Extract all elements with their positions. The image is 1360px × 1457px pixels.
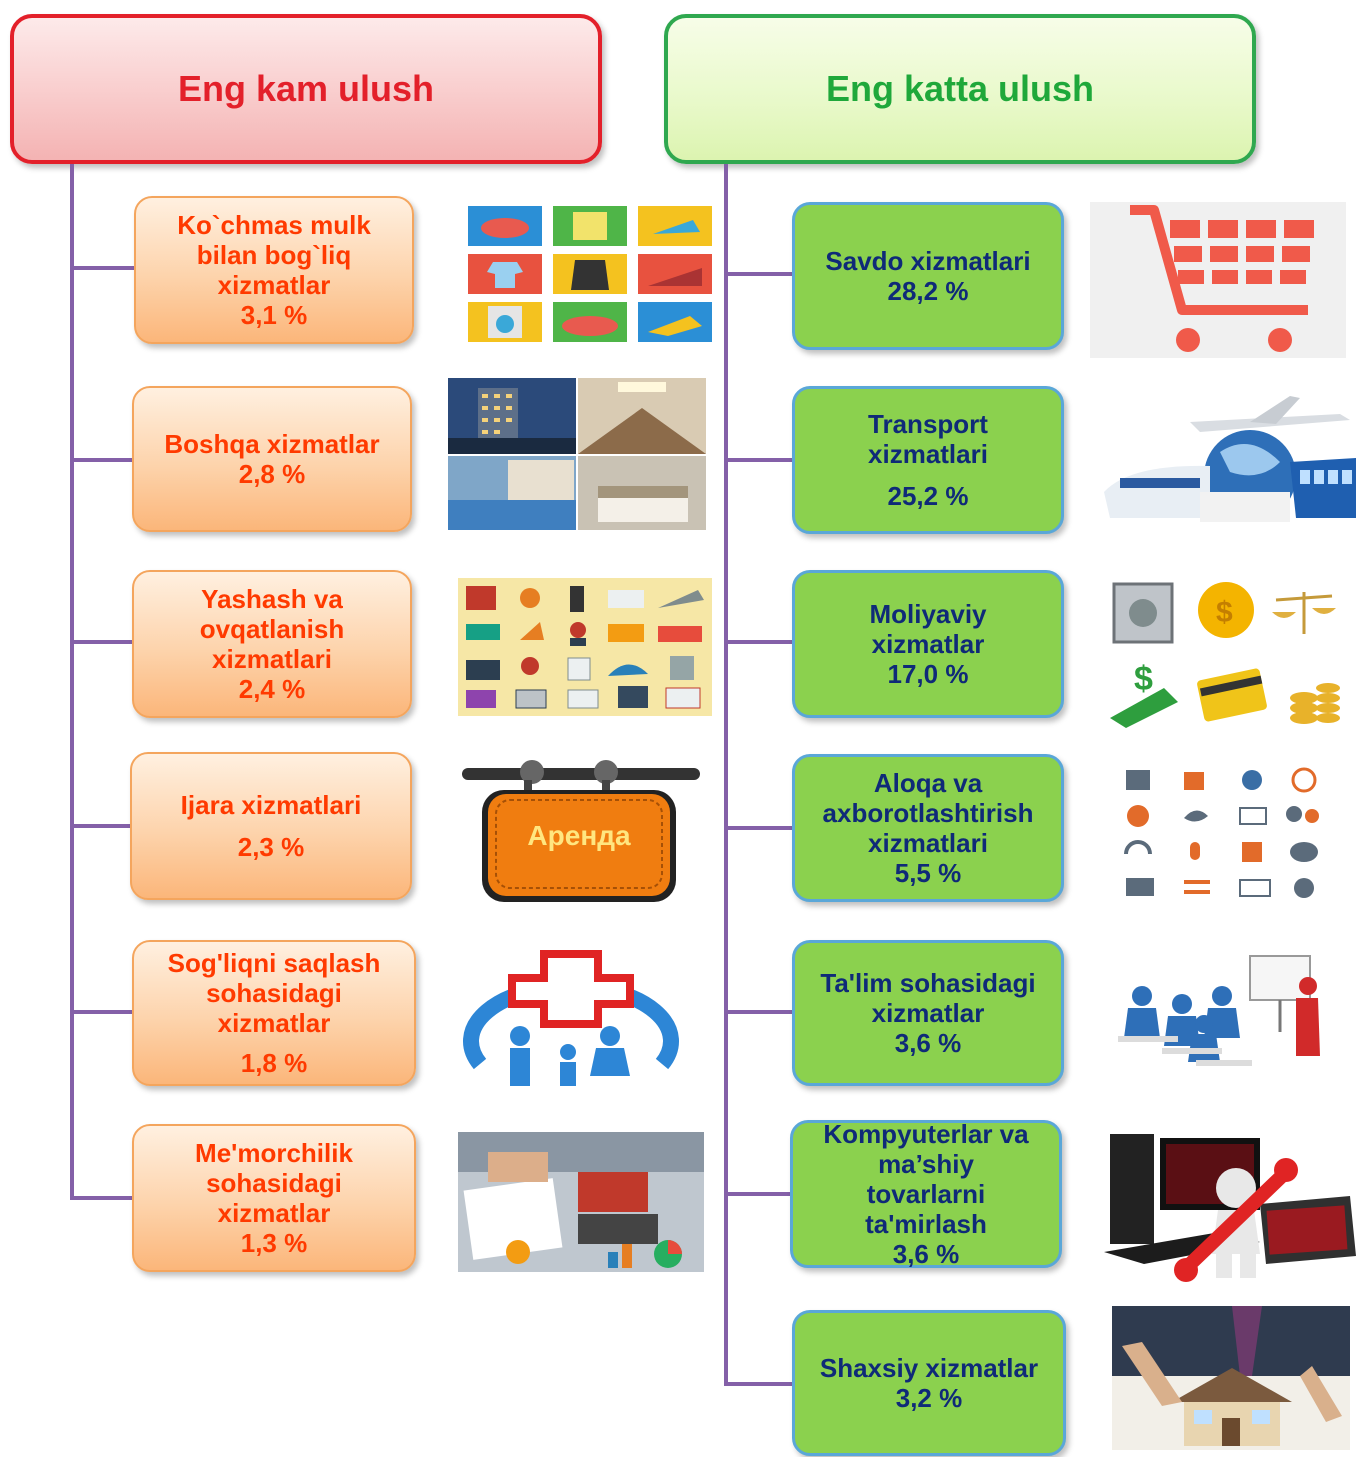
household-items-icon [468,206,712,342]
right-connector-trunk [724,164,728,1386]
service-box-finance: Moliyaviy xizmatlar 17,0 % [792,570,1064,718]
box-line: sohasidagi [206,978,342,1008]
transport-icon [1100,392,1358,530]
box-line: Aloqa va [873,768,983,798]
left-connector-branch [70,640,132,644]
header-largest-share-label: Eng katta ulush [825,68,1095,109]
box-percentage: 3,2 % [895,1383,963,1413]
service-box-real-estate: Ko`chmas mulk bilan bog`liq xizmatlar 3,… [134,196,414,344]
box-percentage: 1,8 % [240,1048,308,1078]
svg-text:$: $ [1216,596,1233,629]
box-line: xizmatlar [871,998,985,1028]
box-percentage: 3,1 % [240,300,308,330]
box-line: Shaxsiy xizmatlar [819,1353,1039,1383]
communication-icons [1120,766,1330,902]
education-icon [1112,952,1324,1076]
service-box-transport: Transport xizmatlari 25,2 % [792,386,1064,534]
service-box-accommodation: Yashash va ovqatlanish xizmatlari 2,4 % [132,570,412,718]
header-largest-share: Eng katta ulush [664,14,1256,164]
service-box-trade: Savdo xizmatlari 28,2 % [792,202,1064,350]
left-connector-branch [70,1010,132,1014]
header-least-share-label: Eng kam ulush [177,68,435,109]
svg-text:$: $ [1134,660,1153,698]
box-line: xizmatlar [217,1198,331,1228]
box-line: ma’shiy [878,1149,974,1179]
left-connector-branch [70,266,134,270]
box-percentage: 3,6 % [894,1028,962,1058]
service-box-healthcare: Sog'liqni saqlash sohasidagi xizmatlar 1… [132,940,416,1086]
box-line: Ko`chmas mulk [177,210,371,240]
box-line: Boshqa xizmatlar [164,429,380,459]
box-line: Moliyaviy [869,599,987,629]
box-line: ovqatlanish [199,614,345,644]
box-percentage: 25,2 % [887,481,969,511]
healthcare-family-icon [450,944,692,1088]
box-line: xizmatlari [868,439,988,469]
box-percentage: 17,0 % [887,659,969,689]
finance-icons: $ $ [1104,578,1348,732]
architecture-desk-photo [458,1132,704,1272]
box-line: xizmatlar [217,270,331,300]
box-percentage: 2,8 % [238,459,306,489]
box-line: Sog'liqni saqlash [167,948,381,978]
left-connector-branch [70,1196,132,1200]
box-percentage: 2,3 % [237,832,305,862]
service-box-communication: Aloqa va axborotlashtirish xizmatlari 5,… [792,754,1064,902]
rent-sign-label: Аренда [527,820,631,851]
right-connector-branch [724,272,792,276]
right-connector-branch [724,640,792,644]
box-line: Ijara xizmatlari [180,790,362,820]
service-box-computer-repair: Kompyuterlar va ma’shiy tovarlarni ta'mi… [790,1119,1062,1269]
box-line: axborotlashtirish [822,798,1034,828]
box-line: ta'mirlash [865,1209,987,1239]
rent-sign-icon: Аренда [460,758,702,906]
box-line: Savdo xizmatlari [825,246,1031,276]
right-connector-branch [724,1010,792,1014]
box-line: sohasidagi [206,1168,342,1198]
box-line: xizmatlar [217,1008,331,1038]
personal-services-photo [1112,1306,1350,1450]
service-box-rental: Ijara xizmatlari 2,3 % [130,752,412,900]
box-line: tovarlarni [866,1179,986,1209]
box-percentage: 2,4 % [238,674,306,704]
box-line: Me'morchilik [195,1138,353,1168]
box-line: Transport [868,409,988,439]
service-box-education: Ta'lim sohasidagi xizmatlar 3,6 % [792,940,1064,1086]
box-line: bilan bog`liq [196,240,352,270]
box-percentage: 3,6 % [892,1239,960,1269]
right-connector-branch [724,458,792,462]
shopping-cart-icon [1090,202,1346,358]
hospitality-icons [458,578,712,716]
box-line: xizmatlari [212,644,332,674]
box-line: xizmatlar [871,629,985,659]
right-connector-branch [724,826,792,830]
left-connector-branch [70,824,132,828]
header-least-share: Eng kam ulush [10,14,602,164]
service-box-personal: Shaxsiy xizmatlar 3,2 % [792,1310,1066,1456]
box-line: xizmatlari [868,828,988,858]
right-connector-branch [724,1192,792,1196]
box-line: Kompyuterlar va [823,1119,1029,1149]
box-line: Yashash va [201,584,343,614]
left-connector-trunk [70,164,74,1198]
box-line: Ta'lim sohasidagi [820,968,1036,998]
box-percentage: 1,3 % [240,1228,308,1258]
box-percentage: 28,2 % [887,276,969,306]
box-percentage: 5,5 % [894,858,962,888]
hotel-photo [448,378,706,530]
left-connector-branch [70,458,132,462]
service-box-architecture: Me'morchilik sohasidagi xizmatlar 1,3 % [132,1124,416,1272]
right-connector-branch [724,1382,792,1386]
computer-repair-icon [1100,1124,1360,1284]
service-box-other: Boshqa xizmatlar 2,8 % [132,386,412,532]
